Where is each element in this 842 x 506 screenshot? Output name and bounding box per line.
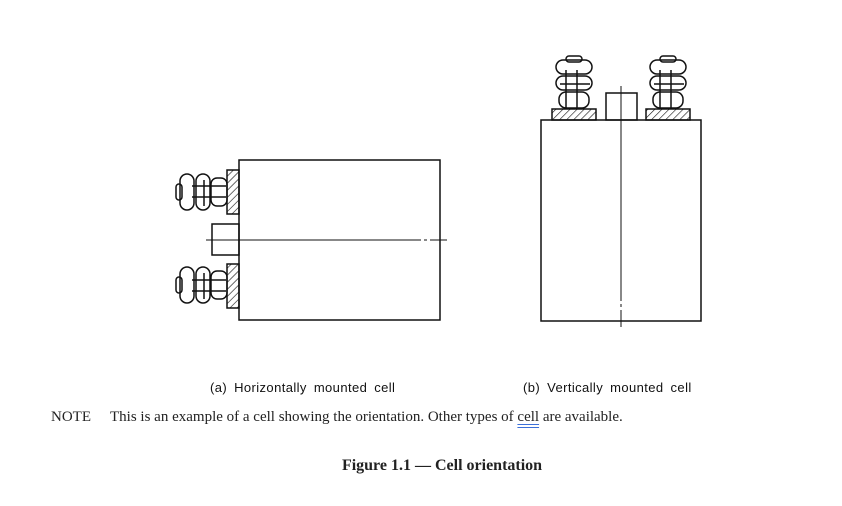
cell-term-link[interactable]: cell <box>517 409 540 425</box>
note-text-before: This is an example of a cell showing the… <box>110 409 518 425</box>
note-label: NOTE <box>51 409 91 425</box>
cell-orientation-drawing <box>175 55 702 327</box>
vertical-terminal-left <box>551 55 597 121</box>
vertical-terminal-right <box>645 55 691 121</box>
horizontal-terminal-upper <box>175 169 240 215</box>
caption-horizontal: (a) Horizontally mounted cell <box>210 380 396 395</box>
vertical-cell-drawing <box>540 55 702 327</box>
horizontal-cell-drawing <box>175 159 447 321</box>
horizontal-vent <box>211 223 240 256</box>
caption-vertical: (b) Vertically mounted cell <box>523 380 692 395</box>
horizontal-terminal-lower <box>175 263 240 309</box>
note-text-after: are available. <box>539 409 623 425</box>
figure-title: Figure 1.1 — Cell orientation <box>341 457 543 474</box>
note-paragraph: NOTE This is an example of a cell showing… <box>51 409 623 426</box>
